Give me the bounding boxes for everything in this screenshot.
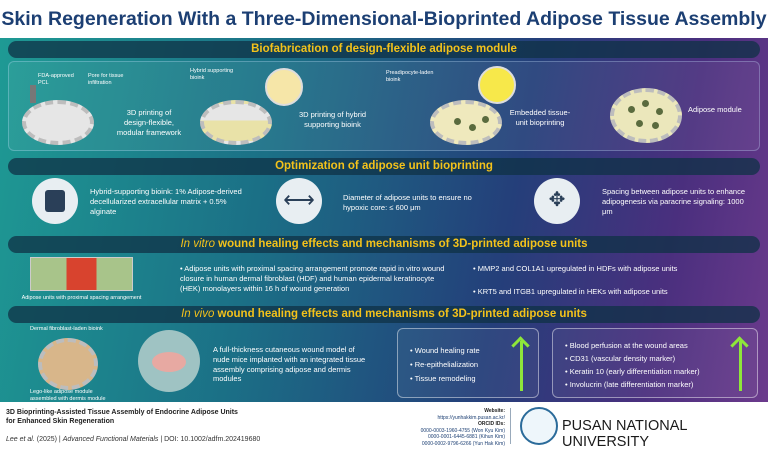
university-name: PUSAN NATIONAL UNIVERSITY [562, 418, 687, 450]
outcome-item: • Re-epithelialization [410, 360, 479, 369]
in-vitro-bullet-hek: • KRT5 and ITGB1 upregulated in HEKs wit… [473, 287, 668, 296]
printer-nozzle-icon [30, 85, 36, 103]
label-fda-pcl: FDA-approved PCL [38, 73, 74, 86]
optimization-diameter-text: Diameter of adipose units to ensure no h… [343, 193, 472, 212]
framework-dish [22, 100, 94, 145]
outcome-box-wound: • Wound healing rate • Re-epithelializat… [397, 328, 539, 398]
bioink-fiber-zoom-icon [265, 68, 303, 106]
section-header-optimization: Optimization of adipose unit bioprinting [8, 158, 760, 175]
nude-mouse-icon [138, 330, 200, 392]
label-dermal-bioink: Dermal fibroblast-laden bioink [30, 326, 103, 332]
label-hybrid-bioink: Hybrid supporting bioink [190, 68, 234, 81]
optimization-spacing-text: Spacing between adipose units to enhance… [602, 187, 746, 216]
embedded-bioprinting-dish [430, 100, 502, 145]
preadipocyte-zoom-icon [478, 66, 516, 104]
section-header-biofabrication: Biofabrication of design-flexible adipos… [8, 41, 760, 58]
spacing-arrows-icon: ✥ [534, 178, 580, 224]
in-vitro-main-bullet: • Adipose units with proximal spacing ar… [180, 264, 445, 293]
step-4-text: Adipose module [688, 105, 742, 114]
label-pore: Pore for tissue infiltration [88, 73, 124, 86]
adipose-module-dish [610, 88, 682, 143]
wound-scratch-assay-image [30, 257, 133, 291]
outcome-item: • Wound healing rate [410, 346, 480, 355]
citation: Lee et al. (2025) | Advanced Functional … [6, 436, 261, 443]
upregulation-arrow-icon [520, 341, 523, 391]
paper-title-line2: for Enhanced Skin Regeneration [6, 418, 115, 425]
page-title: Skin Regeneration With a Three-Dimension… [0, 0, 768, 38]
label-lego-module: Lego-like adipose module assembled with … [30, 389, 106, 402]
footer: 3D Bioprinting-Assisted Tissue Assembly … [0, 402, 768, 450]
bioprinter-icon [32, 178, 78, 224]
marker-item: • Involucrin (late differentiation marke… [565, 380, 694, 389]
lego-module-assembly [38, 338, 98, 390]
website-link[interactable]: https://yunhakkim.pusan.ac.kr/ [437, 414, 505, 421]
paper-title-line1: 3D Bioprinting-Assisted Tissue Assembly … [6, 409, 238, 416]
marker-item: • CD31 (vascular density marker) [565, 354, 676, 363]
label-preadipocyte-bioink: Preadipocyte-laden bioink [386, 70, 434, 83]
marker-item: • Keratin 10 (early differentiation mark… [565, 367, 700, 376]
outcome-box-markers: • Blood perfusion at the wound areas • C… [552, 328, 758, 398]
optimization-bioink-text: Hybrid-supporting bioink: 1% Adipose-der… [90, 187, 242, 216]
marker-item: • Blood perfusion at the wound areas [565, 341, 688, 350]
hybrid-bioink-dish [200, 100, 272, 145]
in-vitro-bullet-hdf: • MMP2 and COL1A1 upregulated in HDFs wi… [473, 264, 678, 273]
in-vivo-description: A full-thickness cutaneous wound model o… [213, 345, 366, 384]
university-seal-logo [520, 407, 558, 445]
section-header-in-vitro: In vitro wound healing effects and mecha… [8, 236, 760, 253]
step-1-text: 3D printing of design-flexible, modular … [116, 108, 182, 137]
step-2-text: 3D printing of hybrid supporting bioink [298, 110, 367, 129]
in-vitro-image-caption: Adipose units with proximal spacing arra… [21, 295, 142, 301]
contact-info: Website: https://yunhakkim.pusan.ac.kr/ … [380, 408, 505, 447]
upregulation-arrow-icon [739, 341, 742, 391]
step-3-text: Embedded tissue-unit bioprinting [509, 108, 571, 127]
diameter-arrows-icon: ⟷ [276, 178, 322, 224]
outcome-item: • Tissue remodeling [410, 374, 476, 383]
section-header-in-vivo: In vivo wound healing effects and mechan… [8, 306, 760, 323]
